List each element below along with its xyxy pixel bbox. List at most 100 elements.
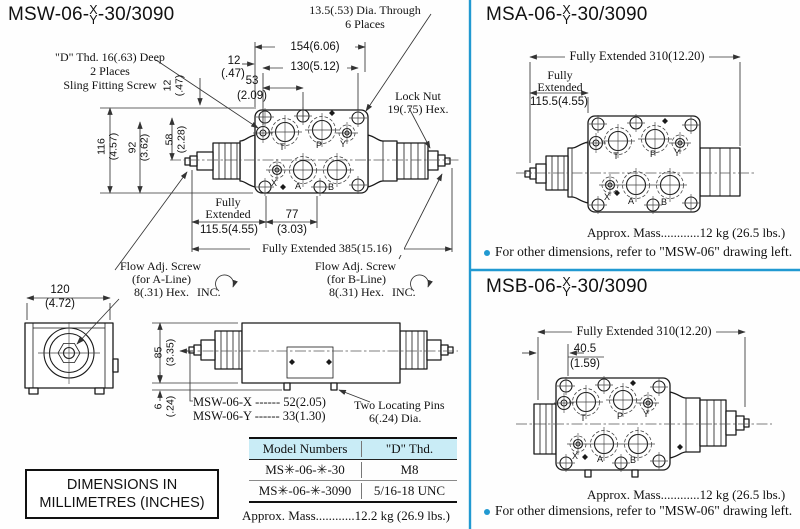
msw-port-x: X [270, 178, 277, 188]
units-note-line2: MILLIMETRES (INCHES) [39, 495, 205, 511]
msw-front-view [170, 107, 460, 196]
msb-approx-mass: Approx. Mass............12 kg (26.5 lbs.… [587, 487, 786, 502]
callout-locating-pins-line2: 6(.24) Dia. [369, 411, 422, 425]
msa-note: For other dimensions, refer to "MSW-06" … [495, 244, 793, 259]
dim-115-5: 115.5(4.55) [200, 224, 258, 236]
msb-port-y: Y [642, 409, 649, 419]
msw-port-p: P [315, 140, 322, 150]
msb-dim-40-5-mm: 40.5 [573, 343, 597, 355]
callout-dia-through-line1: 13.5(.53) Dia. Through [309, 3, 421, 17]
callout-d-thread-line3: Sling Fitting Screw [63, 78, 157, 92]
dim-85: 85 (3.35) [152, 338, 177, 367]
thread-table-cell: 5/16-18 UNC [373, 483, 446, 498]
callout-flow-adj-b-line1: Flow Adj. Screw [315, 259, 396, 273]
msb-view [516, 329, 772, 478]
dim-12-vertical: 12 (.47) [161, 74, 186, 97]
msw-port-y: Y [339, 139, 346, 149]
msa-dim-fully-label2: Extended [537, 80, 583, 94]
callout-flow-adj-b-line2: (for B-Line) [327, 272, 386, 286]
msw-port-b: B [327, 182, 334, 192]
msa-port-b: B [660, 197, 667, 207]
thread-table-header-row: Model Numbers "D" Thd. [249, 439, 457, 460]
dim-53-in: (2.09) [236, 90, 268, 102]
callout-flow-adj-a-line1: Flow Adj. Screw [120, 259, 201, 273]
msb-note: For other dimensions, refer to "MSW-06" … [495, 503, 793, 518]
callout-locating-pins-line1: Two Locating Pins [354, 398, 445, 412]
msb-port-x: X [571, 451, 578, 461]
thread-table-row: MS✳-06-✳-30 M8 [249, 460, 457, 481]
thread-table-header-thd: "D" Thd. [385, 441, 434, 456]
msa-approx-mass: Approx. Mass............12 kg (26.5 lbs.… [587, 225, 786, 240]
callout-flow-adj-b-line3: 8(.31) Hex. [329, 285, 384, 299]
thread-table-cell: M8 [400, 462, 419, 477]
callout-flow-adj-b-inc: INC. [392, 285, 416, 299]
callout-flow-adj-a-inc: INC. [197, 285, 221, 299]
dim-77-in: (3.03) [276, 224, 308, 236]
callout-dia-through-line2: 6 Places [345, 17, 385, 31]
thread-table-row: MS✳-06-✳-3090 5/16-18 UNC [249, 481, 457, 501]
bullet-icon [484, 509, 490, 515]
msw-title-suffix: -30/3090 [97, 4, 175, 25]
msb-port-b: B [629, 455, 636, 465]
msa-port-x: X [603, 192, 610, 202]
dim-385-fully-extended: Fully Extended 385(15.16) [250, 242, 404, 255]
msw-approx-mass: Approx. Mass............12.2 kg (26.9 lb… [242, 508, 450, 523]
dim-154: 154(6.06) [275, 41, 355, 54]
thread-table-cell: MS✳-06-✳-30 [249, 462, 362, 478]
units-note-line1: DIMENSIONS IN [66, 477, 178, 493]
msa-dim-310: Fully Extended 310(12.20) [565, 50, 709, 63]
dim-fully-label1: Fully [215, 195, 241, 209]
msb-title-suffix: -30/3090 [570, 276, 648, 297]
dim-116: 116 (4.57) [95, 132, 120, 161]
dim-12-mm: 12 [227, 55, 241, 67]
callout-lock-nut-line1: Lock Nut [395, 89, 441, 103]
thread-table-header-model: Model Numbers [249, 441, 362, 457]
units-note-box: DIMENSIONS IN MILLIMETRES (INCHES) [25, 469, 219, 519]
msw-end-view [24, 322, 119, 395]
msa-dim-fully-label1: Fully [547, 68, 573, 82]
msb-port-p: P [616, 411, 623, 421]
msw-port-t: T [279, 142, 285, 152]
msb-port-t: T [580, 413, 586, 423]
msw-title-prefix: MSW-06- [8, 4, 90, 25]
dim-58: 58 (2.28) [163, 125, 188, 154]
msa-title-prefix: MSA-06- [486, 4, 563, 25]
stroke-dim-x: MSW-06-X ------ 52(2.05) [193, 395, 326, 409]
callout-d-thread-line1: "D" Thd. 16(.63) Deep [55, 50, 165, 64]
dim-fully-label2: Extended [205, 207, 251, 221]
msa-port-a: A [627, 196, 634, 206]
callout-d-thread-line2: 2 Places [90, 64, 130, 78]
dim-120-in: (4.72) [44, 298, 76, 310]
msw-port-a: A [294, 181, 301, 191]
dim-120-mm: 120 [50, 284, 70, 296]
msa-dim-115-5: 115.5(4.55) [530, 96, 588, 108]
dim-77-mm: 77 [285, 209, 299, 221]
dim-53-mm: 53 [245, 75, 259, 87]
callout-flow-adj-a-line2: (for A-Line) [132, 272, 191, 286]
msb-dim-40-5-in: (1.59) [569, 358, 601, 370]
dim-6: 6 (.24) [152, 395, 177, 418]
dim-130: 130(5.12) [283, 61, 347, 74]
msb-port-a: A [596, 454, 603, 464]
msw-dimension-lines [26, 13, 453, 403]
stroke-dim-y: MSW-06-Y ------ 33(1.30) [193, 409, 326, 423]
msb-title-prefix: MSB-06- [486, 276, 563, 297]
msb-dim-310: Fully Extended 310(12.20) [572, 325, 716, 338]
dim-92: 92 (3.62) [126, 133, 151, 162]
dim-12-in: (.47) [221, 68, 245, 80]
msa-port-t: T [613, 151, 619, 161]
callout-lock-nut-line2: 19(.75) Hex. [387, 102, 449, 116]
callout-flow-adj-a-line3: 8(.31) Hex. [134, 285, 189, 299]
msa-port-p: P [649, 149, 656, 159]
thread-table: Model Numbers "D" Thd. MS✳-06-✳-30 M8 MS… [249, 437, 457, 503]
panel-dividers [468, 0, 800, 529]
msa-port-y: Y [673, 148, 680, 158]
